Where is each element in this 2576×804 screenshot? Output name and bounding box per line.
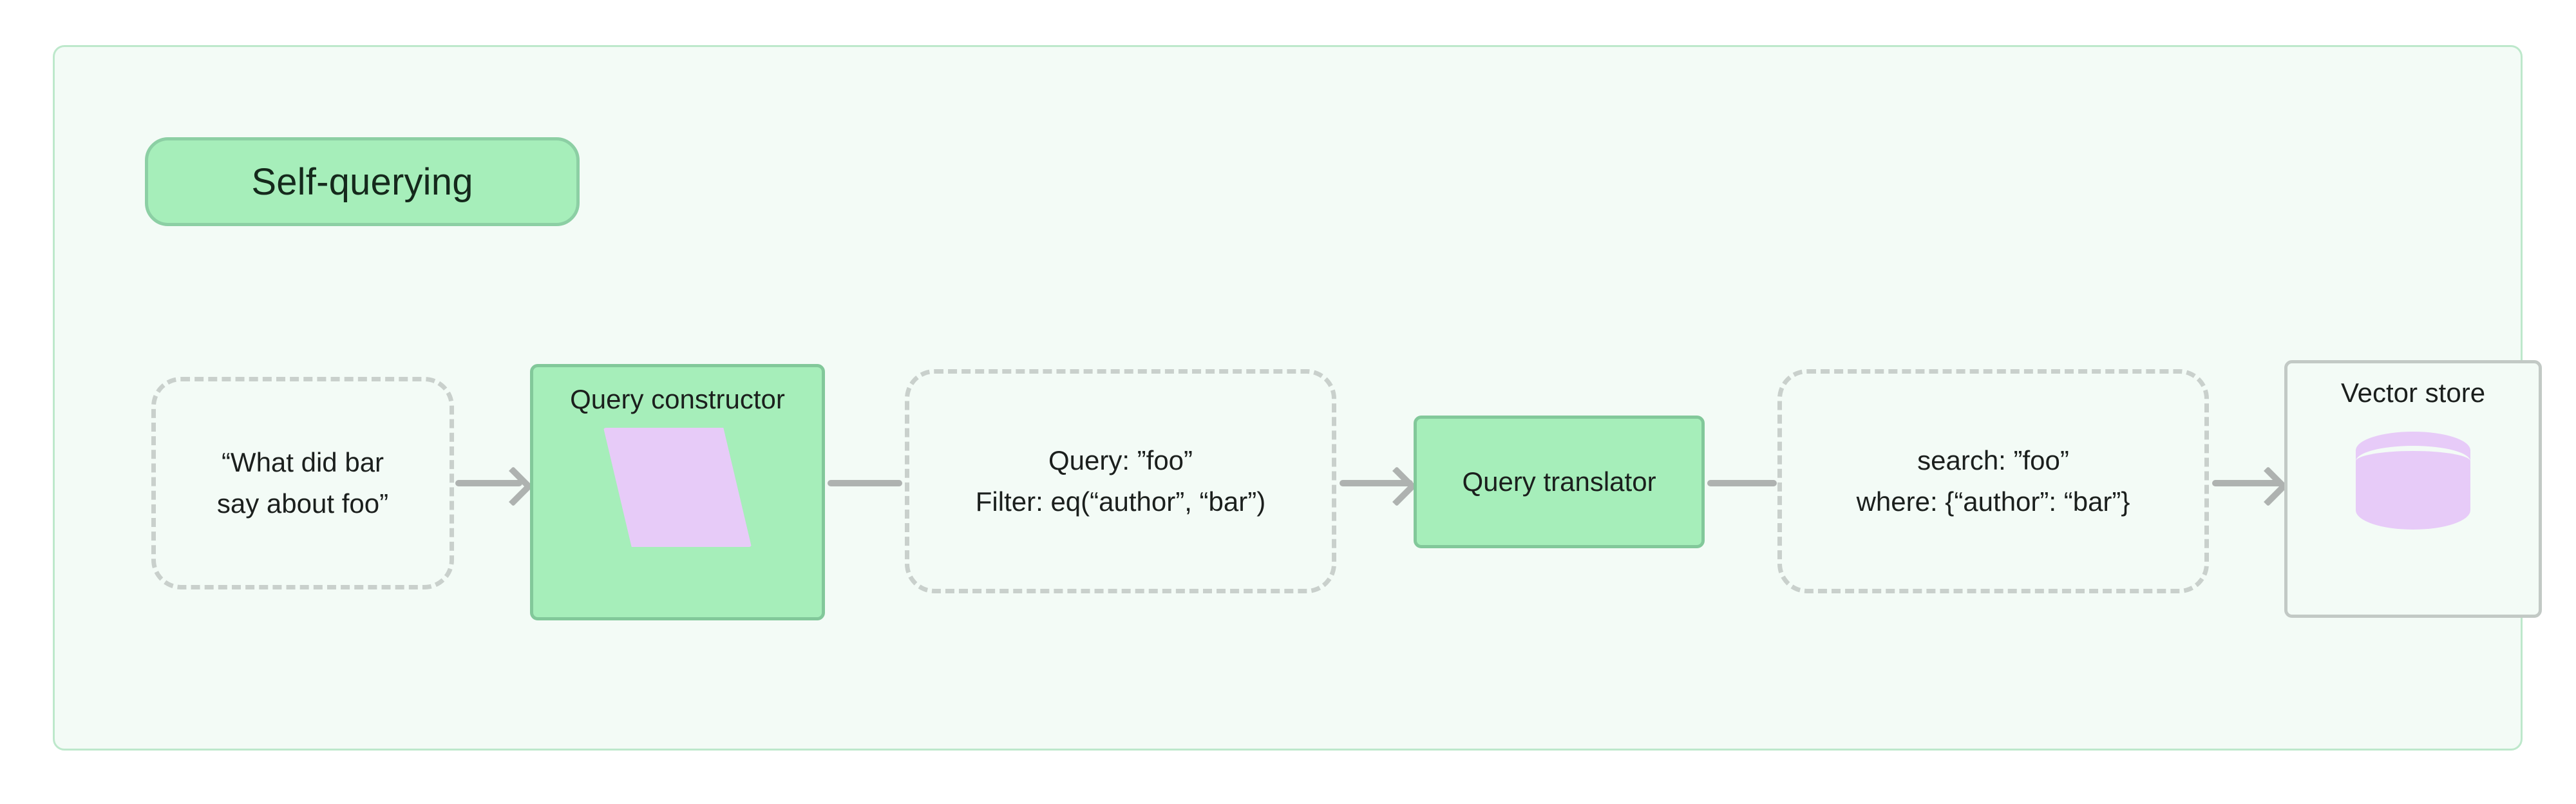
connector-query-translator-to-translated-query [1707, 480, 1777, 486]
connector-structured-query-to-query-translator [1340, 480, 1413, 486]
connector-user-query-to-query-constructor [455, 480, 522, 486]
node-structured-query-line-1: Query: ”foo” [1048, 445, 1193, 476]
node-vector-store[interactable]: Vector store [2284, 360, 2542, 618]
node-vector-store-label: Vector store [2340, 378, 2486, 408]
node-user-query-line-1: “What did bar [221, 447, 384, 478]
arrowhead-icon-5 [2248, 466, 2289, 507]
subgraph-title-pill: Self-querying [145, 137, 580, 226]
node-user-query-line-2: say about foo” [216, 488, 389, 519]
node-query-translator[interactable]: Query translator [1414, 416, 1705, 548]
node-translated-query-line-2: where: {“author”: “bar”} [1856, 486, 2130, 517]
node-user-query[interactable]: “What did bar say about foo” [151, 377, 454, 589]
node-structured-query-line-2: Filter: eq(“author”, “bar”) [975, 486, 1266, 517]
self-querying-subgraph: Self-querying “What did bar say about fo… [53, 45, 2542, 751]
arrowhead-icon-3 [1376, 466, 1417, 507]
connector-query-constructor-to-structured-query [828, 480, 902, 486]
connector-translated-query-to-vector-store [2212, 480, 2283, 486]
database-cylinder-icon [2356, 432, 2470, 545]
node-query-constructor[interactable]: Query constructor [530, 364, 825, 620]
arrowhead-icon-1 [493, 466, 534, 507]
subgraph-title-label: Self-querying [251, 160, 473, 203]
node-query-translator-label: Query translator [1462, 466, 1656, 497]
parallelogram-icon [603, 428, 752, 547]
node-query-constructor-label: Query constructor [570, 384, 785, 414]
cylinder-rim [2356, 446, 2470, 477]
node-translated-query[interactable]: search: ”foo” where: {“author”: “bar”} [1777, 369, 2209, 593]
node-structured-query[interactable]: Query: ”foo” Filter: eq(“author”, “bar”) [905, 369, 1336, 593]
node-translated-query-line-1: search: ”foo” [1917, 445, 2069, 476]
